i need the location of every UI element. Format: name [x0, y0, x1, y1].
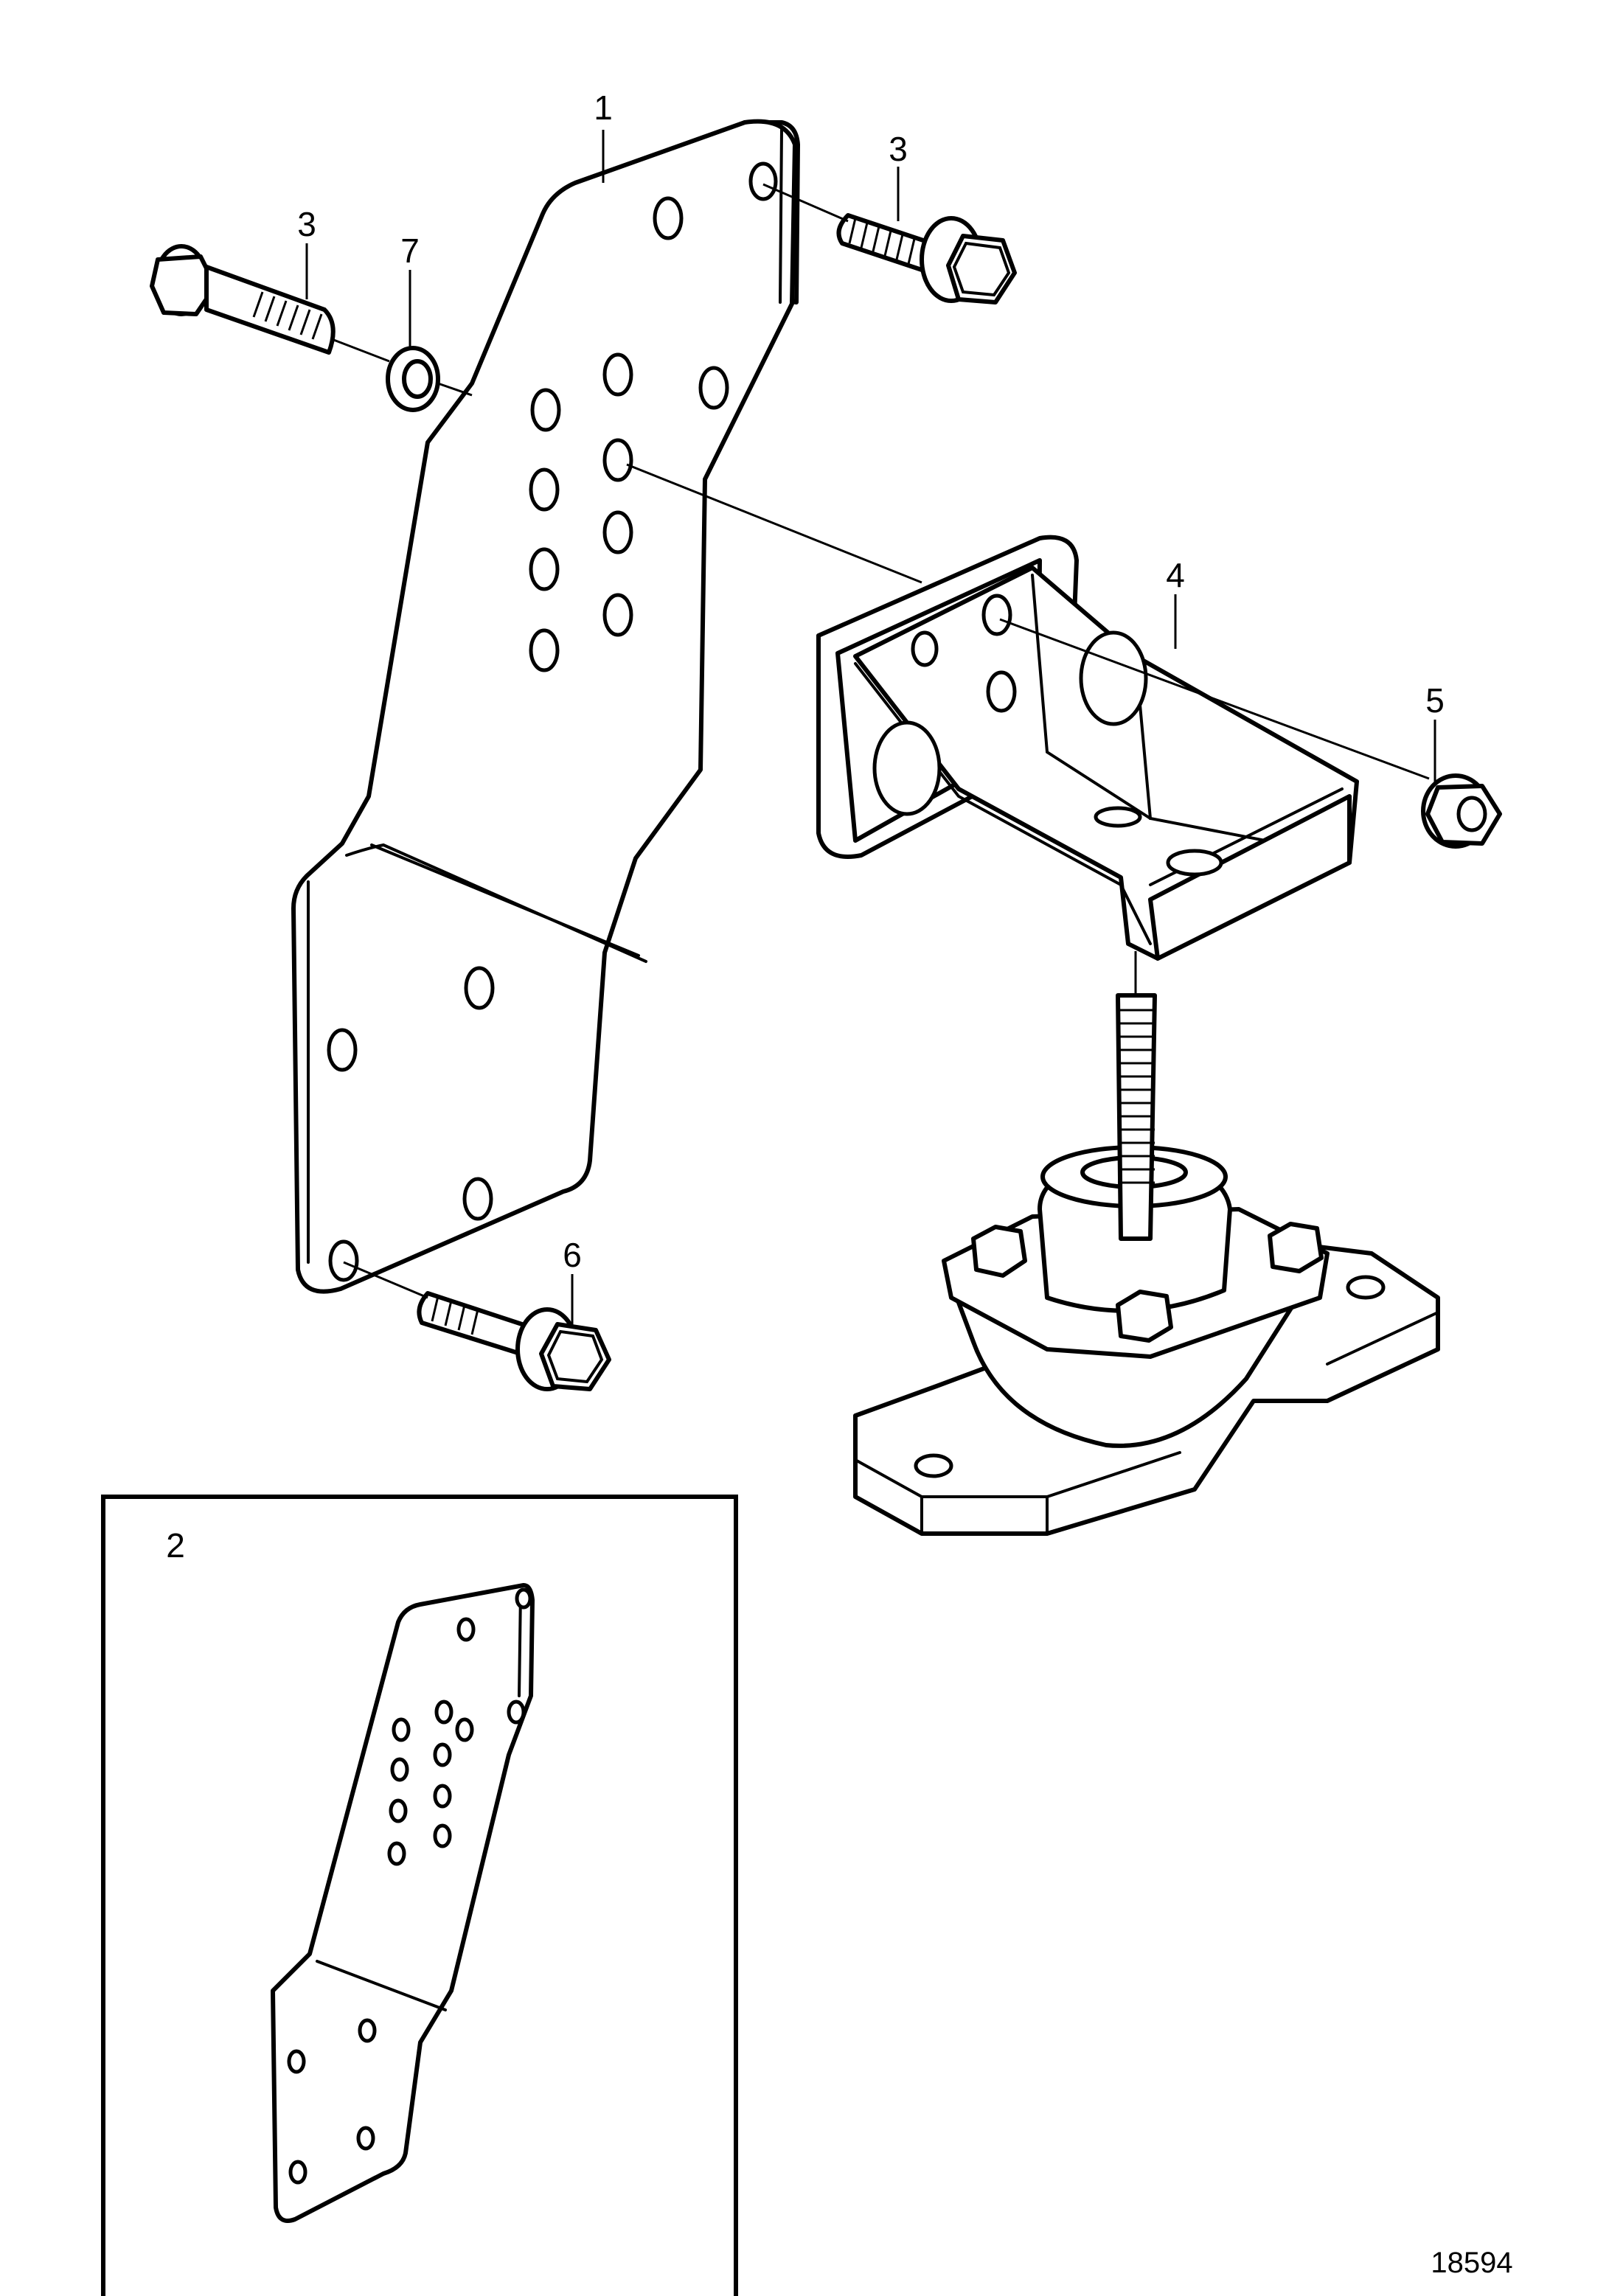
callout-6: 6 [563, 1236, 582, 1274]
callout-4: 4 [1166, 556, 1185, 594]
callout-3-left: 3 [297, 205, 316, 243]
angle-bracket-icon [816, 535, 1359, 961]
engine-mount-icon [853, 993, 1440, 1536]
bracket-plate-icon [291, 119, 800, 1294]
bracket-plate-small-icon [271, 1583, 535, 2223]
flange-bolt-icon [417, 1291, 611, 1391]
callout-5: 5 [1425, 681, 1445, 720]
flange-nut-icon [1421, 773, 1502, 849]
figure-number: 18594 [1431, 2247, 1512, 2279]
callout-3-right: 3 [889, 130, 908, 168]
callout-1: 1 [594, 88, 613, 127]
flange-bolt-icon [150, 244, 336, 355]
callout-7: 7 [400, 232, 420, 270]
inset-frame [101, 1495, 738, 2296]
callout-2: 2 [166, 1526, 185, 1565]
flange-bolt-icon [836, 213, 1017, 305]
washer-icon [386, 346, 440, 412]
